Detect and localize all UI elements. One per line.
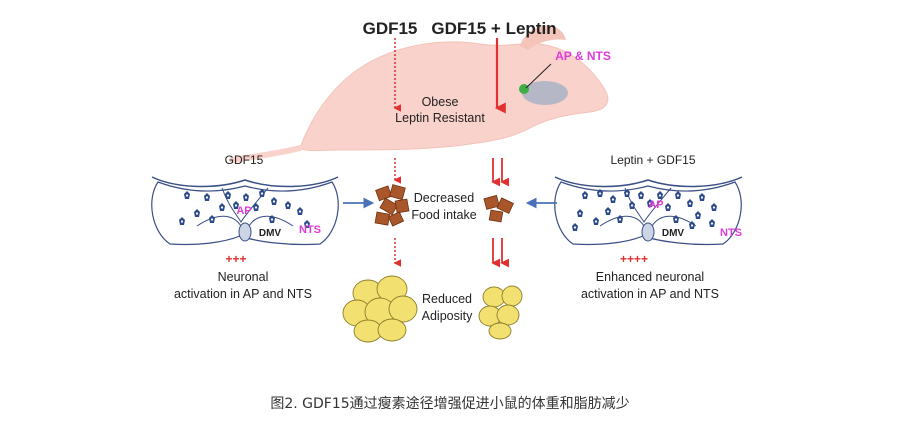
right-desc-line2: activation in AP and NTS	[581, 287, 719, 301]
adiposity-label: Adiposity	[422, 309, 473, 323]
left-section-title: GDF15	[225, 153, 264, 167]
adipose-cluster-small	[478, 285, 523, 340]
right-desc-line1: Enhanced neuronal	[596, 270, 704, 284]
food-pellets-left	[374, 184, 410, 227]
food-intake-label: Food intake	[411, 208, 476, 222]
gdf15-leptin-top-label: GDF15 + Leptin	[431, 19, 556, 38]
left-nts-label: NTS	[299, 224, 321, 236]
right-dmv-label: DMV	[662, 228, 685, 239]
adipose-cluster-large	[342, 275, 418, 343]
right-brainstem-section: Leptin + GDF15 AP NTS DMV ++++ Enhanced …	[554, 153, 743, 301]
left-desc-line1: Neuronal	[218, 270, 269, 284]
left-brainstem-section: GDF15 AP NTS DMV +++ Neuronal activation…	[151, 153, 339, 301]
ap-nts-mouse-label: AP & NTS	[555, 49, 611, 63]
leptin-resistant-label: Leptin Resistant	[395, 111, 485, 125]
right-ap-label: AP	[648, 199, 663, 211]
mouse-silhouette	[229, 25, 609, 163]
left-desc-line2: activation in AP and NTS	[174, 287, 312, 301]
food-pellets-right	[483, 194, 514, 223]
left-ap-label: AP	[236, 205, 251, 217]
right-section-title: Leptin + GDF15	[610, 153, 695, 167]
reduced-label: Reduced	[422, 292, 472, 306]
left-activation-plus: +++	[225, 252, 246, 266]
gdf15-top-label: GDF15	[363, 19, 418, 38]
figure-caption: 图2. GDF15通过瘦素途径增强促进小鼠的体重和脂肪减少	[270, 396, 630, 412]
ap-nts-pointer	[525, 63, 552, 89]
mouse-brain	[522, 81, 568, 105]
left-dmv-label: DMV	[259, 228, 282, 239]
obese-label: Obese	[422, 95, 459, 109]
decreased-label: Decreased	[414, 191, 474, 205]
right-nts-label: NTS	[720, 227, 742, 239]
brainstem-highlight	[519, 84, 529, 94]
right-activation-plus: ++++	[620, 252, 648, 266]
